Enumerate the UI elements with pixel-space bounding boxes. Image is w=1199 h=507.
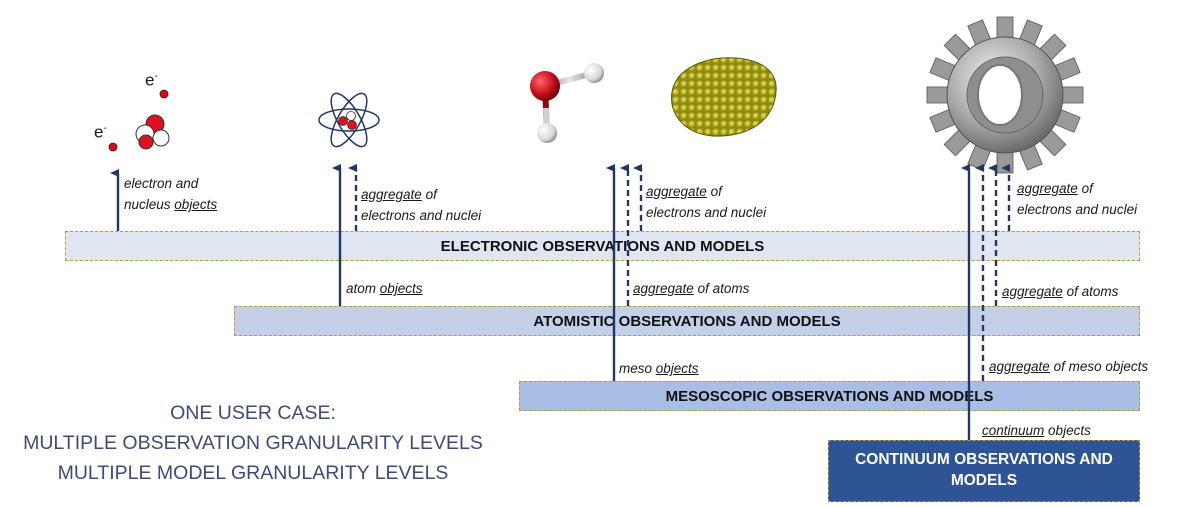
electron-symbol-top: e- [145,70,158,90]
arrows [110,164,1011,440]
electronic-band-label: ELECTRONIC OBSERVATIONS AND MODELS [440,237,765,255]
use-case-line-2: MULTIPLE OBSERVATION GRANULARITY LEVELS [23,432,483,454]
use-case-line-3: MULTIPLE MODEL GRANULARITY LEVELS [57,462,449,484]
label-atom-objects: atom objects [346,281,423,296]
use-case-text: ONE USER CASE: MULTIPLE OBSERVATION GRAN… [10,398,496,488]
label-aggregate-electrons-3: aggregate of electrons and nuclei [1017,181,1138,217]
electron-symbol-left: e- [94,122,107,142]
electron-nucleus-illustration [108,89,170,152]
label-continuum-objects: continuum objects [982,423,1091,438]
label-electron-nucleus-objects: electron and nucleus objects [124,176,218,212]
gear-illustration [926,16,1084,174]
continuum-band-label: CONTINUUM OBSERVATIONS AND MODELS [855,451,1113,489]
atomistic-band-label: ATOMISTIC OBSERVATIONS AND MODELS [533,312,841,330]
mesoscopic-band: MESOSCOPIC OBSERVATIONS AND MODELS [519,381,1140,411]
label-aggregate-atoms-2: aggregate of atoms [1002,284,1119,299]
particle-cluster-illustration [671,57,777,137]
atom-illustration [318,92,380,148]
label-meso-objects: meso objects [619,361,699,376]
water-molecule-illustration [530,63,604,143]
continuum-band: CONTINUUM OBSERVATIONS AND MODELS [828,440,1140,502]
label-aggregate-electrons-1: aggregate of electrons and nuclei [361,187,482,223]
label-aggregate-meso-objects: aggregate of meso objects [989,359,1149,374]
use-case-line-1: ONE USER CASE: [170,402,336,424]
label-aggregate-electrons-2: aggregate of electrons and nuclei [646,184,767,220]
label-aggregate-atoms-1: aggregate of atoms [633,281,750,296]
atomistic-band: ATOMISTIC OBSERVATIONS AND MODELS [234,306,1140,336]
mesoscopic-band-label: MESOSCOPIC OBSERVATIONS AND MODELS [665,387,994,405]
electronic-band: ELECTRONIC OBSERVATIONS AND MODELS [65,231,1140,261]
